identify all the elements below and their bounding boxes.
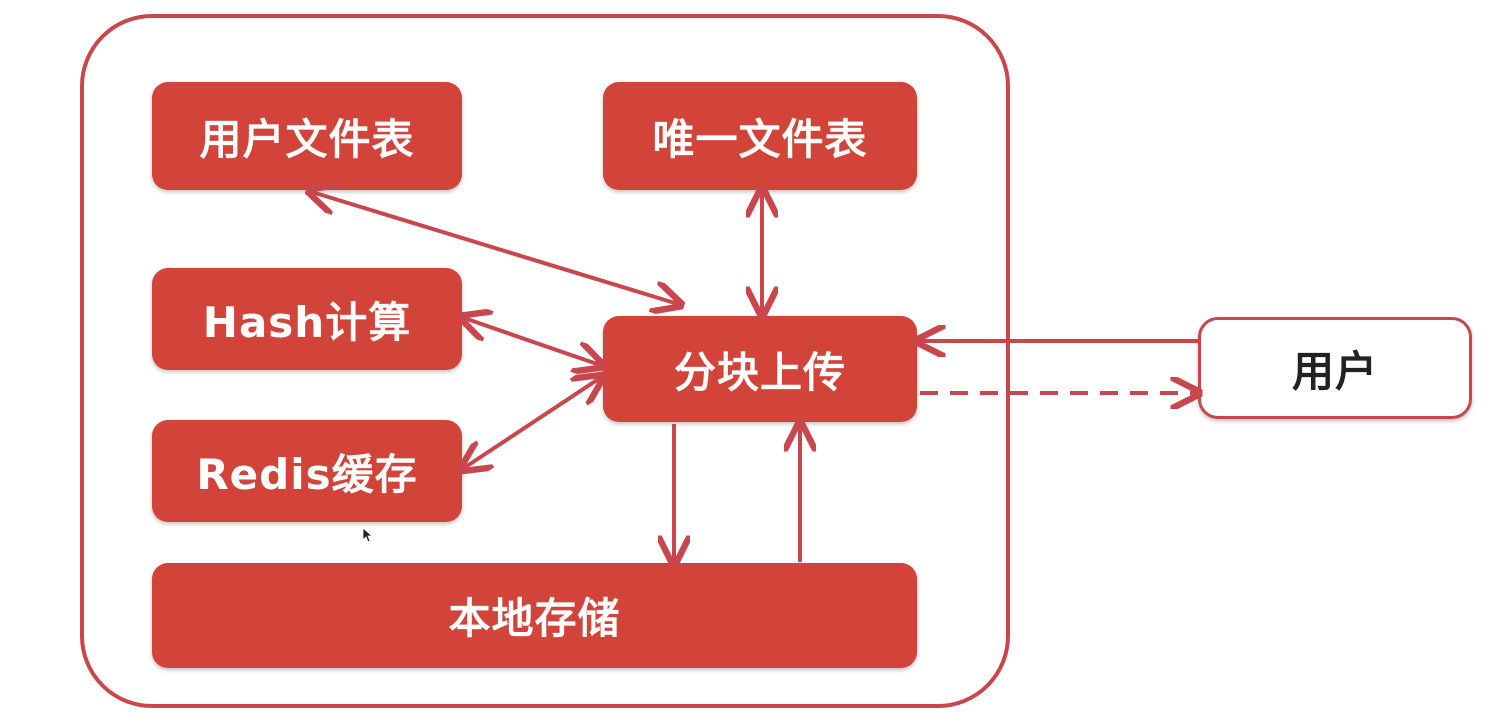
node-user-file-table: 用户文件表 — [152, 82, 462, 190]
mouse-pointer-icon — [362, 527, 372, 543]
node-user: 用户 — [1198, 317, 1472, 419]
node-redis-cache: Redis缓存 — [152, 420, 462, 522]
node-local-storage: 本地存储 — [152, 563, 917, 668]
node-unique-file-table: 唯一文件表 — [603, 82, 917, 190]
node-chunk-upload: 分块上传 — [603, 316, 917, 422]
node-hash-calc: Hash计算 — [152, 268, 462, 370]
